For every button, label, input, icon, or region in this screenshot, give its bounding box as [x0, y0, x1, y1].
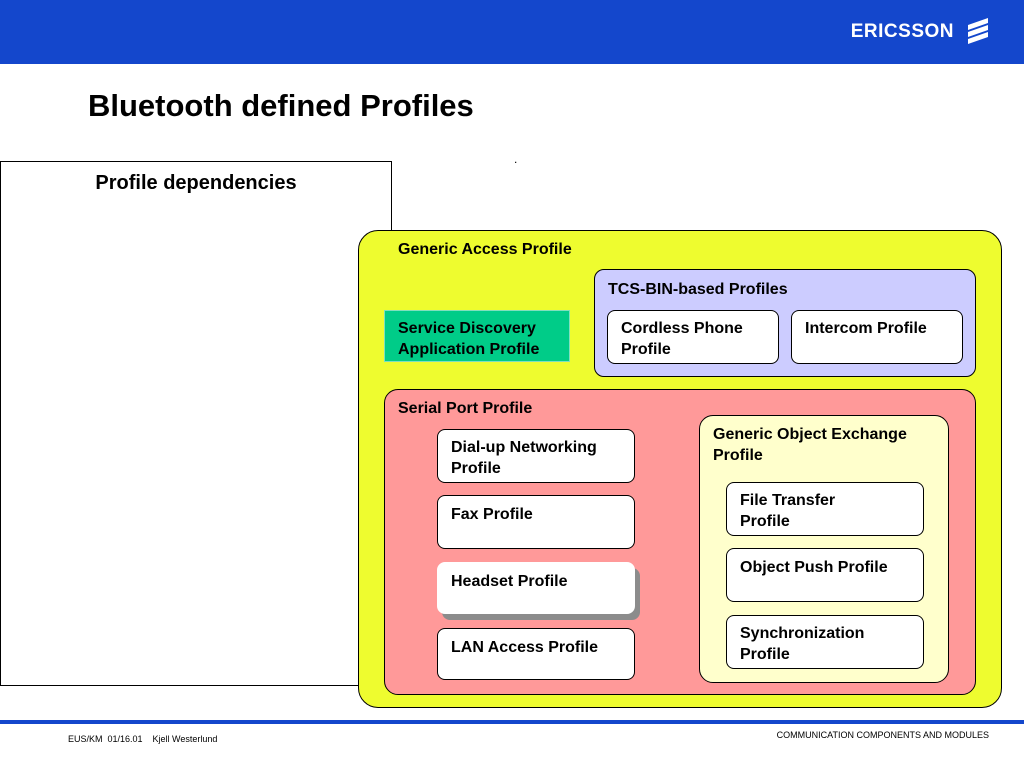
- intercom-profile-box: [791, 310, 963, 364]
- slide-title: Bluetooth defined Profiles: [88, 88, 474, 123]
- ericsson-logo-icon: [968, 18, 988, 44]
- tcs-bin-profiles-label: TCS-BIN-based Profiles: [608, 281, 788, 298]
- panel-title: Profile dependencies: [95, 172, 297, 194]
- cordless-phone-profile-box: [607, 310, 779, 364]
- fax-profile-box: [437, 495, 635, 549]
- lan-access-profile-box: [437, 628, 635, 680]
- file-transfer-profile-label: File Transfer Profile: [740, 492, 836, 530]
- generic-object-exchange-profile-label: Generic Object Exchange Profile: [713, 426, 907, 464]
- footer-division: COMMUNICATION COMPONENTS AND MODULES: [776, 730, 989, 740]
- stray-dot: .: [514, 152, 518, 166]
- object-push-profile-label: Object Push Profile: [740, 559, 888, 576]
- headset-profile-label: Headset Profile: [451, 573, 568, 590]
- brand-name: ERICSSON: [850, 21, 954, 42]
- dialup-networking-profile-box: [437, 429, 635, 483]
- service-discovery-profile-box: [384, 310, 570, 362]
- header-bar: ERICSSON: [0, 0, 1024, 64]
- file-transfer-profile-box: [726, 482, 924, 536]
- footer-author: EUS/KM 01/16.01 Kjell Westerlund: [68, 734, 218, 744]
- intercom-profile-label: Intercom Profile: [805, 320, 927, 337]
- service-discovery-profile-label: Service Discovery Application Profile: [398, 320, 540, 358]
- dependencies-panel: [0, 161, 392, 686]
- object-push-profile-box: [726, 548, 924, 602]
- generic-access-profile-label: Generic Access Profile: [398, 241, 572, 258]
- headset-profile-box: [437, 562, 635, 614]
- synchronization-profile-box: [726, 615, 924, 669]
- dialup-networking-profile-label: Dial-up Networking Profile: [451, 439, 597, 477]
- lan-access-profile-label: LAN Access Profile: [451, 639, 599, 656]
- serial-port-profile-label: Serial Port Profile: [398, 400, 533, 417]
- fax-profile-label: Fax Profile: [451, 506, 533, 523]
- footer-rule: [0, 720, 1024, 724]
- synchronization-profile-label: Synchronization Profile: [740, 625, 865, 663]
- cordless-phone-profile-label: Cordless Phone Profile: [621, 320, 743, 358]
